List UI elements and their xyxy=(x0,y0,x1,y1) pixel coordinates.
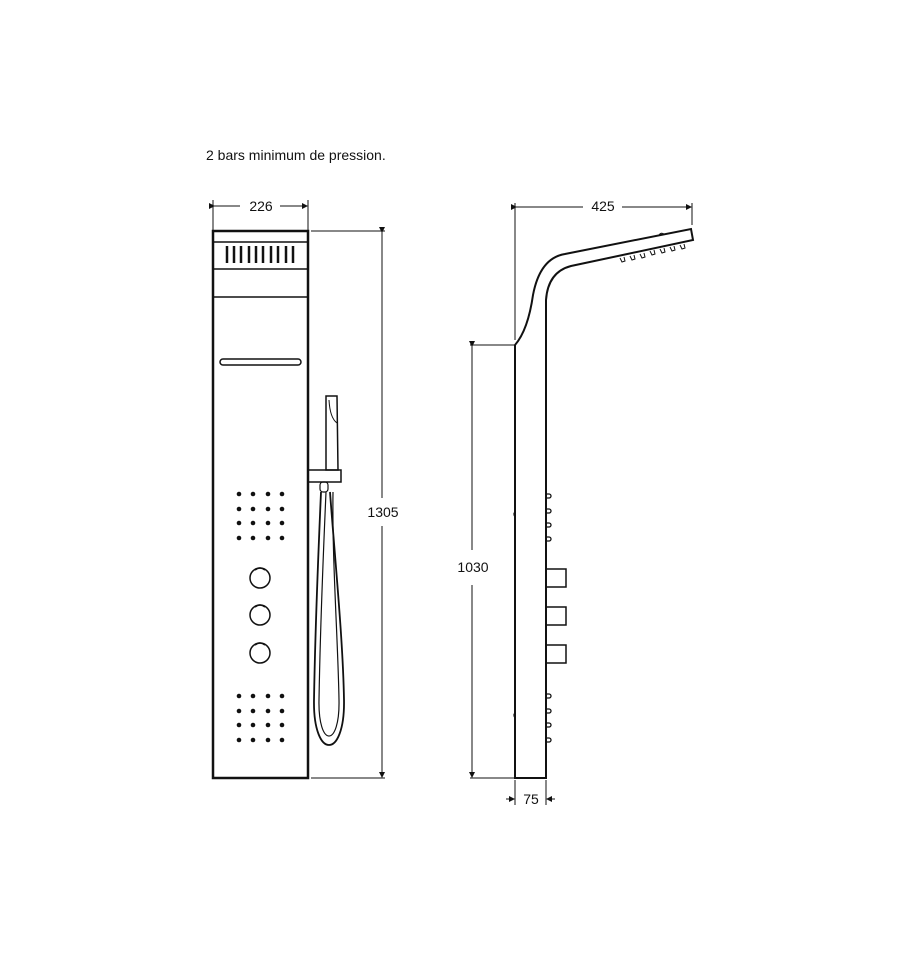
hand-shower xyxy=(307,395,345,746)
pressure-note: 2 bars minimum de pression. xyxy=(206,147,386,163)
side-view xyxy=(469,203,695,805)
side-width-label: 425 xyxy=(591,198,615,214)
body-jets-upper xyxy=(236,491,285,541)
control-knobs xyxy=(249,567,271,664)
side-knobs xyxy=(546,568,567,664)
front-width-label: 226 xyxy=(249,198,273,214)
body-jets-lower xyxy=(236,693,285,743)
front-view xyxy=(209,200,385,780)
side-depth-label: 75 xyxy=(523,791,539,807)
front-height-label: 1305 xyxy=(367,504,398,520)
side-height-label: 1030 xyxy=(457,559,488,575)
